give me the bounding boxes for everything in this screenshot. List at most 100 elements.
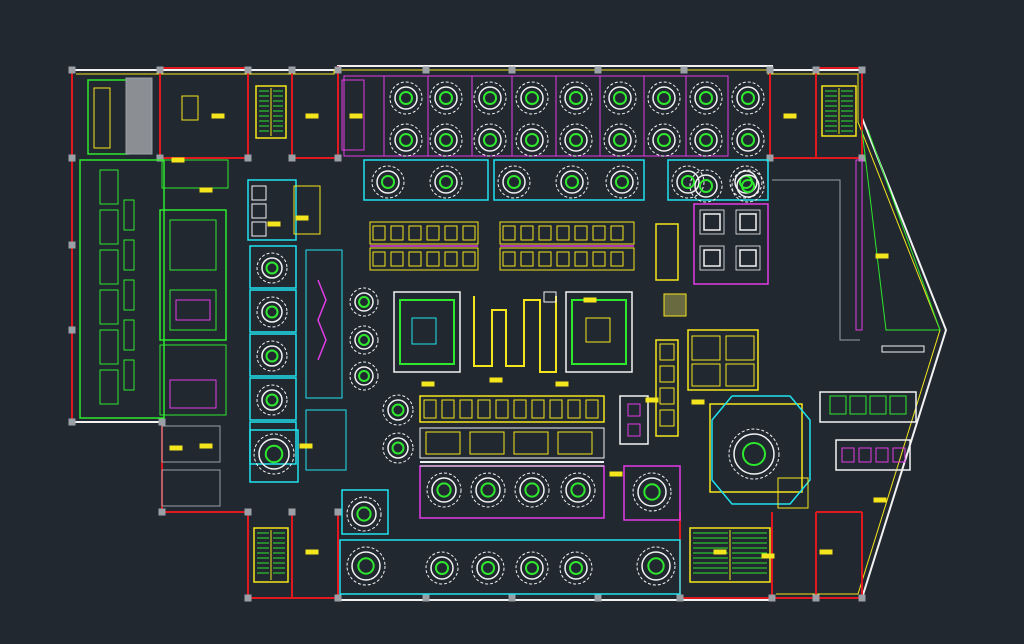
round-table-chairs: [731, 169, 765, 203]
round-table-chairs: [256, 340, 288, 372]
booth-seat: [538, 225, 552, 241]
round-table: [394, 86, 418, 110]
round-table-chairs: [389, 123, 423, 157]
booth-seat: [556, 251, 570, 267]
round-table-lazy-susan: [656, 132, 672, 148]
round-table-lazy-susan: [438, 90, 454, 106]
side-seat: [659, 409, 675, 427]
booth-seat: [520, 251, 534, 267]
lobby-outline: [772, 179, 860, 341]
side-booth: [655, 339, 679, 437]
prep-room: [159, 209, 227, 341]
restroom-sink: [293, 185, 321, 235]
column-marker: [334, 154, 342, 162]
counter: [93, 87, 111, 149]
square-dining-table: [703, 249, 721, 267]
bench-seat: [459, 399, 473, 419]
column-marker: [68, 154, 76, 162]
round-table-chairs: [560, 472, 596, 508]
round-table-chairs: [605, 165, 639, 199]
label-tag: [783, 113, 797, 119]
vip-room-top: [685, 75, 729, 157]
stair-core: [255, 85, 287, 139]
round-table: [261, 301, 283, 323]
round-table-lazy-susan: [612, 90, 628, 106]
round-table: [637, 477, 667, 507]
round-table-chairs: [349, 287, 379, 317]
round-table-chairs: [473, 81, 507, 115]
round-table: [387, 399, 409, 421]
booth-seat: [408, 225, 422, 241]
column-marker: [156, 66, 164, 74]
round-table: [734, 170, 758, 194]
private-room-large: [249, 429, 299, 483]
label-tag: [299, 443, 313, 449]
booth-seat: [556, 225, 570, 241]
booth-seat: [444, 225, 458, 241]
booth-seat: [610, 225, 624, 241]
booth-seat: [372, 225, 386, 241]
square-table-chairs: [699, 209, 725, 235]
round-table: [736, 128, 760, 152]
square-table-block: [687, 329, 759, 391]
dining-room: [363, 159, 489, 201]
round-table-lazy-susan: [570, 482, 586, 498]
pillar-decor: [619, 395, 649, 445]
kitchen-counter: [99, 209, 119, 245]
round-table: [652, 128, 676, 152]
round-table-layer: [253, 81, 780, 586]
column-marker: [68, 326, 76, 334]
label-tag: [489, 377, 503, 383]
bench-seat-lower: [557, 431, 593, 455]
round-table-chairs: [429, 123, 463, 157]
kitchen-equipment: [123, 279, 135, 311]
private-room: [249, 333, 297, 377]
label-marker-layer: [169, 113, 889, 559]
kitchen-equipment: [123, 239, 135, 271]
bench-seat: [441, 399, 455, 419]
column-marker: [766, 154, 774, 162]
booth-seat: [574, 225, 588, 241]
dining-room-right: [693, 203, 769, 285]
round-table-lazy-susan: [740, 178, 756, 194]
label-tag: [421, 381, 435, 387]
round-table-chairs: [603, 81, 637, 115]
round-table: [641, 551, 671, 581]
round-table-chairs: [555, 165, 589, 199]
restroom-right: [819, 391, 917, 423]
round-table-lazy-susan: [614, 174, 630, 190]
bar-counter: [571, 299, 627, 365]
storage-room: [159, 344, 227, 416]
furniture-layer: [369, 203, 769, 467]
round-table: [394, 128, 418, 152]
round-table-lazy-susan: [482, 90, 498, 106]
restroom-right-lower: [835, 439, 911, 471]
label-tag: [199, 443, 213, 449]
column-marker: [244, 154, 252, 162]
square-dining-table: [739, 249, 757, 267]
column-marker: [812, 594, 820, 602]
private-room-lower: [341, 489, 389, 535]
square-dining-table: [739, 213, 757, 231]
round-table-chairs: [603, 123, 637, 157]
pillar-core: [627, 423, 641, 437]
vip-room-top: [555, 75, 601, 157]
dining-room-bottom: [339, 539, 681, 595]
round-table: [519, 477, 545, 503]
label-tag: [555, 381, 569, 387]
booth-row: [499, 221, 635, 245]
round-table: [676, 170, 700, 194]
booth-seat: [574, 251, 588, 267]
round-table: [261, 389, 283, 411]
utility-room: [161, 469, 221, 507]
round-table: [351, 501, 377, 527]
round-table-lazy-susan: [524, 560, 540, 576]
elevator-box: [181, 95, 199, 121]
room-outline-layer: [79, 75, 941, 595]
column-marker: [158, 418, 166, 426]
round-table: [520, 128, 544, 152]
round-table-lazy-susan: [391, 441, 405, 455]
round-table: [387, 437, 409, 459]
